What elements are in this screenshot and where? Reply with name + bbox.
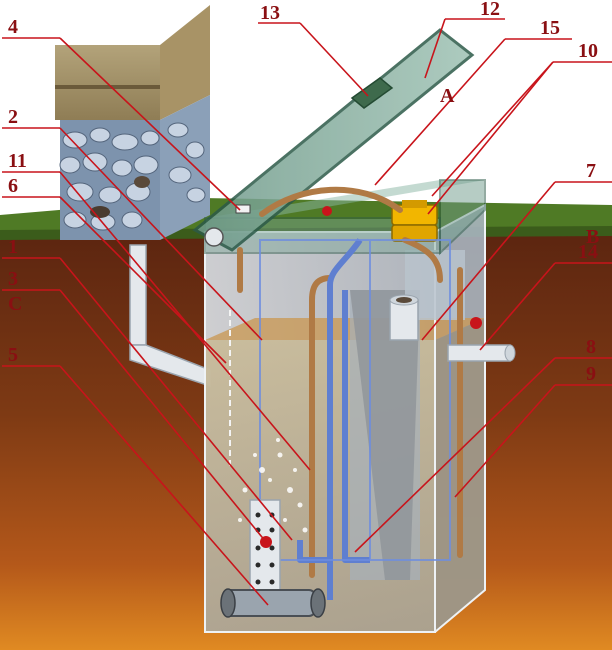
callout-1: 1 — [8, 236, 18, 258]
callout-3: 3 — [8, 268, 18, 290]
callout-c: C — [8, 293, 22, 315]
callout-9: 9 — [586, 363, 596, 385]
callout-15: 15 — [540, 17, 560, 39]
callout-2: 2 — [8, 106, 18, 128]
callout-10: 10 — [578, 40, 598, 62]
callout-6: 6 — [8, 175, 18, 197]
callout-13: 13 — [260, 2, 280, 24]
callout-a: A — [440, 85, 455, 107]
callout-14: 14 — [578, 241, 598, 263]
callout-4: 4 — [8, 16, 18, 38]
callout-11: 11 — [8, 150, 27, 172]
callout-7: 7 — [586, 160, 596, 182]
callout-5: 5 — [8, 344, 18, 366]
callout-12: 12 — [480, 0, 500, 20]
airlift-pipe — [390, 295, 418, 340]
callout-8: 8 — [586, 336, 596, 358]
